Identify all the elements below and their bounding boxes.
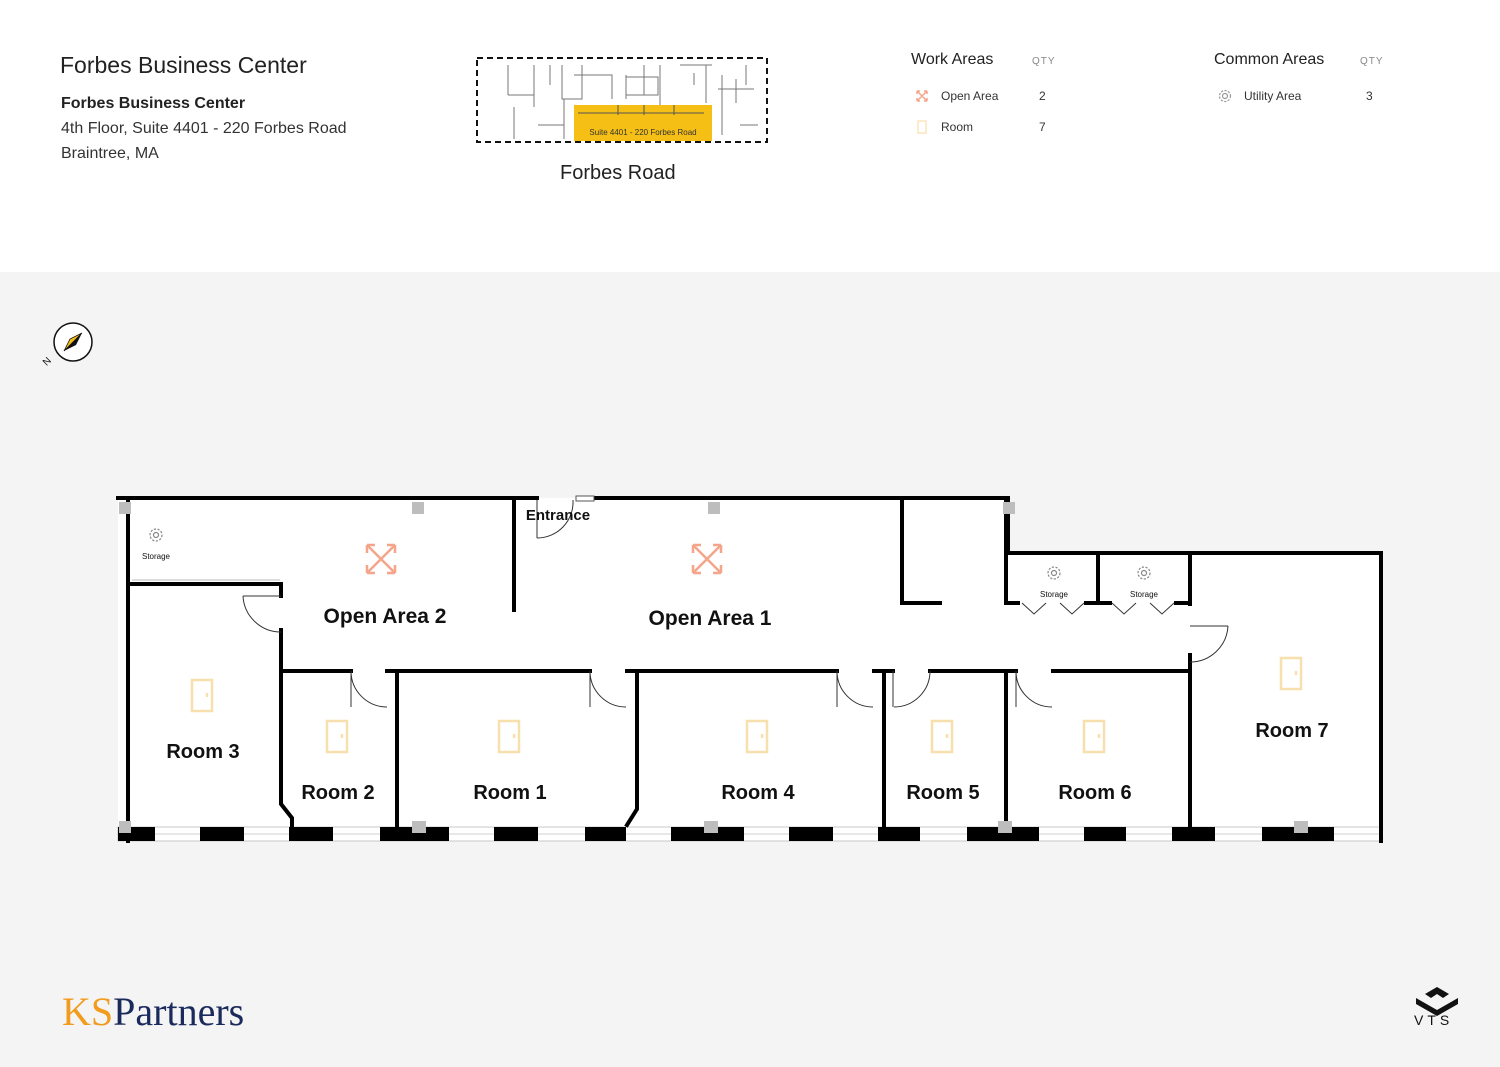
room-2-label: Room 2: [301, 782, 374, 804]
compass-icon: N: [41, 322, 93, 368]
room-7-icon: [1279, 656, 1303, 691]
storage-2-gear-icon: [1047, 566, 1061, 580]
storage-1-gear-icon: [149, 528, 163, 542]
open-area-1-label: Open Area 1: [649, 607, 772, 630]
room-6-label: Room 6: [1058, 782, 1131, 804]
open-area-1-icon: [691, 543, 723, 575]
room-2-icon: [325, 719, 349, 754]
work-areas-qty-label: QTY: [1032, 56, 1056, 67]
page-title: Forbes Business Center: [60, 52, 307, 78]
common-areas-qty-label: QTY: [1360, 56, 1384, 67]
room-1-icon: [497, 719, 521, 754]
entrance-label: Entrance: [526, 507, 590, 524]
storage-3-label: Storage: [1130, 590, 1159, 599]
ks-logo-partners: Partners: [113, 989, 245, 1034]
address-line-1: 4th Floor, Suite 4401 - 220 Forbes Road: [61, 120, 347, 137]
room-3-icon: [190, 678, 214, 713]
room-4-icon: [745, 719, 769, 754]
gear-icon: [1218, 89, 1232, 103]
ks-partners-logo: KSPartners: [62, 988, 244, 1035]
legend-utility-area-qty: 3: [1366, 89, 1373, 103]
room-4-label: Room 4: [721, 782, 795, 804]
work-areas-heading: Work Areas: [911, 51, 994, 68]
open-area-icon: [916, 90, 928, 102]
room-5-icon: [930, 719, 954, 754]
room-5-label: Room 5: [906, 782, 979, 804]
legend-room-qty: 7: [1039, 120, 1046, 134]
storage-2-label: Storage: [1040, 590, 1069, 599]
storage-3-gear-icon: [1137, 566, 1151, 580]
address-line-2: Braintree, MA: [61, 145, 159, 162]
legend-open-area: Open Area: [941, 89, 999, 103]
road-label: Forbes Road: [560, 162, 676, 184]
ks-logo-ks: KS: [62, 989, 114, 1034]
vts-logo-icon: [1416, 987, 1458, 1016]
room-7-label: Room 7: [1255, 720, 1328, 742]
legend-utility-area: Utility Area: [1244, 89, 1302, 103]
floor-plan: Entrance Open Area 2 Open Area 1 Room 3 …: [116, 495, 1383, 843]
legend-room: Room: [941, 120, 974, 134]
key-map: Suite 4401 - 220 Forbes Road: [476, 57, 768, 143]
building-name: Forbes Business Center: [61, 95, 246, 112]
open-area-2-icon: [365, 543, 397, 575]
room-6-icon: [1082, 719, 1106, 754]
room-3-label: Room 3: [166, 741, 239, 763]
storage-1-label: Storage: [142, 552, 171, 561]
room-icon: [917, 120, 927, 134]
suite-highlight: [574, 105, 712, 141]
room-1-label: Room 1: [473, 782, 546, 804]
suite-label: Suite 4401 - 220 Forbes Road: [589, 128, 696, 137]
open-area-2-label: Open Area 2: [324, 605, 447, 628]
common-areas-heading: Common Areas: [1214, 51, 1325, 68]
vts-logo-text: VTS: [1414, 1012, 1454, 1028]
legend-open-area-qty: 2: [1039, 89, 1046, 103]
